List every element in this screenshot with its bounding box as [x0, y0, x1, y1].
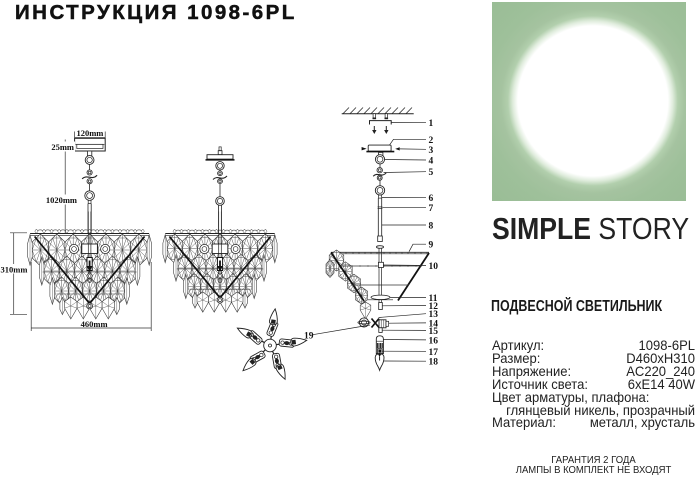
svg-text:13: 13	[429, 310, 439, 320]
svg-text:6: 6	[429, 194, 434, 204]
svg-text:1020mm: 1020mm	[46, 195, 77, 205]
svg-text:18: 18	[429, 358, 439, 368]
svg-text:14: 14	[429, 319, 439, 329]
svg-text:11: 11	[429, 294, 438, 304]
svg-text:17: 17	[429, 348, 439, 358]
svg-text:7: 7	[429, 204, 434, 214]
svg-text:310mm: 310mm	[1, 265, 28, 275]
svg-text:9: 9	[429, 241, 434, 251]
svg-text:25mm: 25mm	[51, 142, 74, 152]
svg-text:15: 15	[429, 327, 439, 337]
svg-text:4: 4	[429, 157, 434, 167]
svg-text:3: 3	[429, 146, 434, 156]
svg-text:10: 10	[429, 262, 439, 272]
svg-text:16: 16	[429, 336, 439, 346]
svg-text:1: 1	[429, 119, 434, 129]
svg-text:2: 2	[429, 136, 434, 146]
svg-text:19: 19	[304, 331, 314, 341]
svg-text:8: 8	[429, 222, 434, 232]
svg-text:12: 12	[429, 302, 439, 312]
svg-text:5: 5	[429, 168, 434, 178]
svg-text:120mm: 120mm	[76, 128, 103, 138]
svg-text:460mm: 460mm	[81, 319, 108, 329]
